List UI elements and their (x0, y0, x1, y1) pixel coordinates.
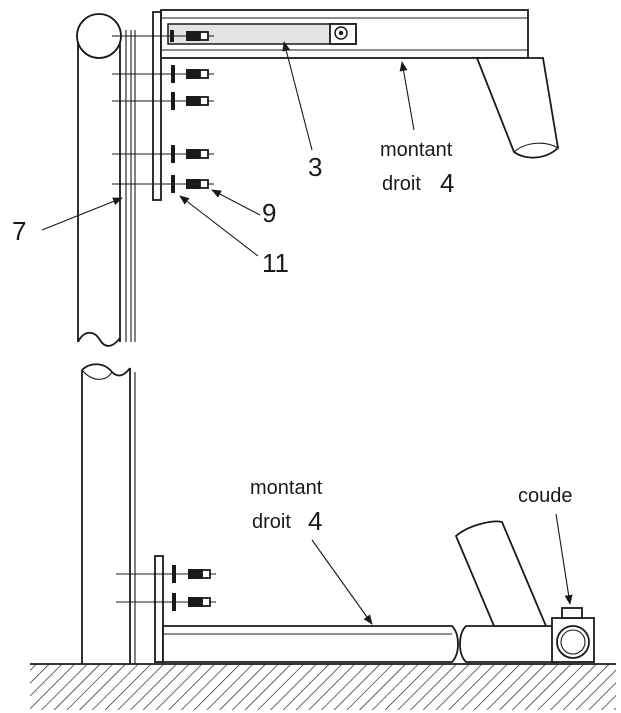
label-part-9: 9 (262, 198, 276, 228)
leader-lines-top (41, 41, 415, 257)
label-part-7: 7 (12, 216, 26, 246)
angled-leg-top (475, 57, 559, 159)
leader-part-3 (282, 41, 313, 151)
bolt-row-2 (112, 65, 214, 83)
leader-lines-bottom (311, 513, 573, 625)
elbow-coude (551, 607, 595, 663)
leader-part-7 (41, 197, 123, 231)
label-montant-bottom-num: 4 (308, 506, 322, 536)
leader-part-11 (179, 195, 259, 257)
bottom-view: montant droit 4 coude (30, 363, 616, 710)
bolt-row-5 (112, 175, 214, 193)
bolt-group-bottom (116, 565, 216, 611)
label-montant-bottom-line2: droit (252, 511, 291, 533)
bolt-row-4 (112, 145, 214, 163)
label-part-11: 11 (262, 248, 289, 278)
label-montant-top-line2: droit (382, 173, 421, 195)
label-montant-top-num: 4 (440, 168, 454, 198)
leader-coude (555, 513, 573, 605)
bolt-row-7 (116, 593, 216, 611)
label-part-3: 3 (308, 152, 322, 182)
leader-montant-bottom (311, 539, 373, 625)
plate-part-3 (167, 23, 357, 45)
vertical-post-lower (81, 363, 136, 664)
label-montant-bottom-line1: montant (250, 477, 323, 499)
bolt-row-1 (112, 30, 214, 42)
vertical-plate (152, 11, 162, 201)
leader-montant-top (399, 61, 415, 131)
bolt-row-6 (116, 565, 216, 583)
angled-leg-bottom (454, 520, 548, 627)
label-coude: coude (518, 485, 573, 507)
post-clamp-7 (125, 30, 136, 342)
horizontal-tube-bottom (162, 625, 557, 663)
top-view: 3 montant droit 4 9 7 11 (12, 9, 559, 347)
ground (30, 663, 616, 710)
vertical-plate-lower (154, 555, 164, 663)
bolt-row-3 (112, 92, 214, 110)
bolt-group-top (112, 30, 214, 193)
vertical-post-upper (76, 13, 122, 347)
leader-part-9 (211, 189, 261, 216)
label-montant-top-line1: montant (380, 139, 453, 161)
